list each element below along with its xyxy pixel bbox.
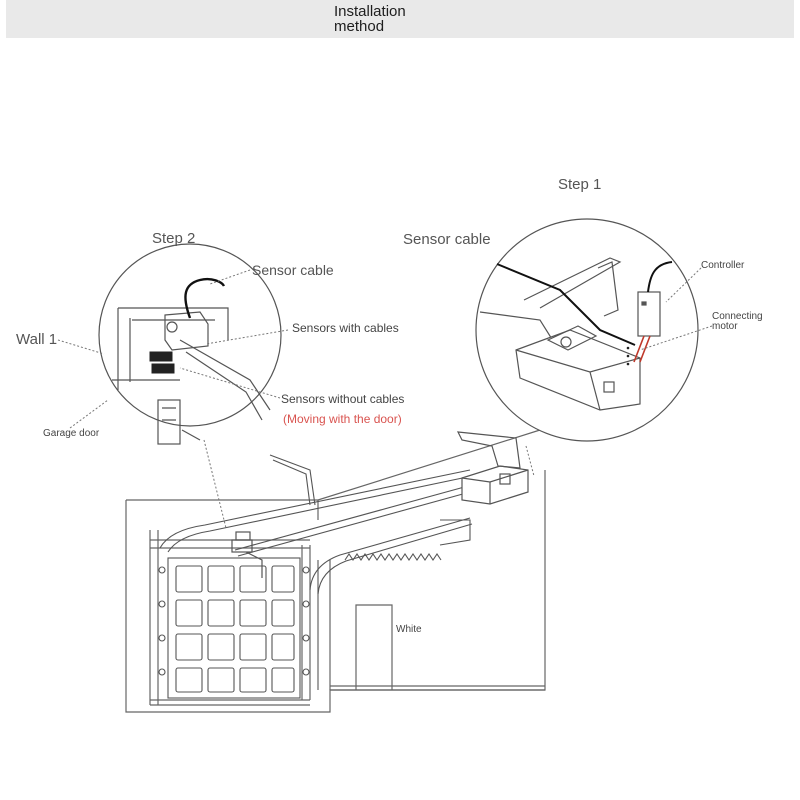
wire-dots: [626, 346, 630, 366]
garage-room: [125, 429, 546, 713]
sensor-cable-step1: [496, 263, 636, 346]
leader-lines: [57, 267, 713, 529]
wall-label: Wall 1: [16, 331, 58, 348]
white-label: White: [396, 624, 422, 635]
sensors-without-cables-label: Sensors without cables: [281, 392, 405, 406]
step2-detail: [98, 243, 282, 445]
garage-door: [158, 557, 310, 699]
controller-cable: [647, 261, 673, 293]
wireless-sensor: [149, 351, 175, 374]
garage-door-label: Garage door: [43, 428, 100, 439]
step1-detail: [475, 218, 699, 442]
controller-label: Controller: [701, 260, 745, 271]
moving-note-label: (Moving with the door): [283, 412, 402, 426]
header-bar: [6, 0, 794, 38]
step1-label: Step 1: [558, 176, 602, 193]
step2-label: Step 2: [152, 230, 196, 247]
motor-wires: [633, 335, 651, 363]
sensor-cable-label-right: Sensor cable: [403, 231, 491, 248]
connecting-motor-label: Connecting motor: [712, 311, 763, 332]
sensors-with-cables-label: Sensors with cables: [292, 321, 399, 335]
page-title: Installation method: [334, 3, 406, 35]
sensor-cable-step2: [184, 277, 226, 319]
door-arm: [231, 531, 263, 578]
sensor-cable-label-left: Sensor cable: [252, 262, 334, 278]
opener-motor: [456, 431, 529, 505]
tracks: [159, 454, 473, 595]
